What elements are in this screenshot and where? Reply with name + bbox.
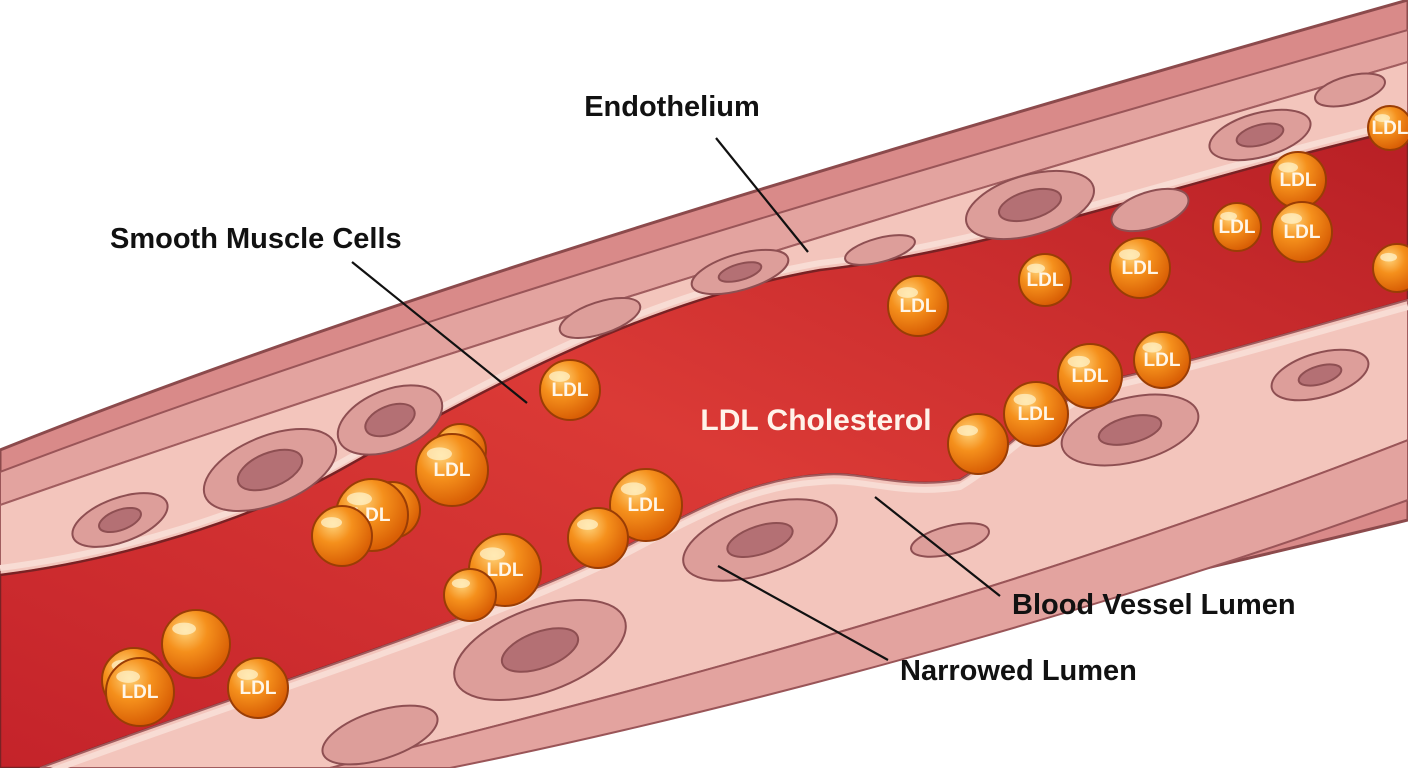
ldl-particle [443, 568, 497, 622]
ldl-particle-label: LDL [1280, 170, 1317, 191]
blood-vessel-lumen-leader [874, 496, 1001, 597]
ldl-particle-highlight [1119, 249, 1140, 260]
ldl-particle-label: LDL [1372, 118, 1408, 139]
ldl-particle-label: LDL [240, 678, 277, 699]
smooth-muscle-leader [351, 261, 528, 404]
ldl-particle-highlight [1142, 342, 1162, 353]
ldl-particle-highlight [116, 670, 140, 683]
endothelium-label: Endothelium [584, 91, 760, 123]
ldl-particle-highlight [957, 425, 978, 436]
ldl-particle-highlight [1220, 211, 1237, 221]
ldl-particle-label: LDL [122, 682, 159, 703]
smooth-muscle-label: Smooth Muscle Cells [110, 223, 402, 255]
ldl-particle-label: LDL [900, 296, 937, 317]
ldl-particle-highlight [549, 371, 570, 382]
ldl-particle-highlight [1013, 393, 1036, 406]
ldl-particle-highlight [479, 547, 505, 561]
ldl-particle-label: LDL [1144, 350, 1181, 371]
ldl-particle-label: LDL [487, 560, 524, 581]
lower-smooth-muscle-cells [321, 348, 1370, 766]
ldl-particle-highlight [897, 287, 918, 298]
ldl-particle-label: LDL [1072, 366, 1109, 387]
ldl-particle-highlight [1281, 213, 1302, 224]
ldl-particle-label: LDL [628, 495, 665, 516]
ldl-particle-highlight [346, 492, 372, 506]
ldl-particle-highlight [1067, 355, 1091, 368]
ldl-particle [567, 507, 629, 569]
ldl-particle-highlight [1026, 263, 1045, 273]
ldl-particle-highlight [577, 519, 598, 530]
ldl-cholesterol-label: LDL Cholesterol [700, 404, 931, 437]
ldl-particle-highlight [426, 447, 452, 461]
ldl-particle-label: LDL [1018, 404, 1055, 425]
narrowed-lumen-leader [717, 565, 889, 661]
ldl-particle-highlight [620, 482, 647, 496]
ldl-particle-label: LDL [1219, 217, 1256, 238]
ldl-particle-label: LDL [434, 460, 471, 481]
lower-adventitia [329, 438, 1408, 768]
ldl-particle-highlight [321, 517, 342, 528]
endothelium-leader [715, 137, 809, 253]
narrowed-lumen-label: Narrowed Lumen [900, 655, 1137, 687]
ldl-particle-highlight [1380, 252, 1397, 262]
ldl-particle [947, 413, 1009, 475]
ldl-particles: LDL LDL LDL LDL LDL LDL LDL LDL LDL LDL LDL LDL LDL L… [101, 105, 1408, 727]
ldl-particle-label: LDL [1027, 270, 1064, 291]
blood-vessel-lumen-label: Blood Vessel Lumen [1012, 589, 1296, 621]
ldl-particle-label: LDL [552, 380, 589, 401]
ldl-particle-highlight [451, 578, 470, 588]
ldl-particle-highlight [172, 622, 197, 635]
ldl-particle [311, 505, 373, 567]
upper-smooth-muscle-cells [71, 72, 1386, 548]
ldl-particle-highlight [237, 669, 258, 680]
ldl-particle-label: LDL [1284, 222, 1321, 243]
ldl-particle [161, 609, 231, 679]
ldl-particle-label: LDL [1122, 258, 1159, 279]
endothelium-lining-upper [0, 118, 1408, 571]
ldl-particle-highlight [1278, 162, 1298, 173]
ldl-particle-highlight [1374, 114, 1391, 123]
